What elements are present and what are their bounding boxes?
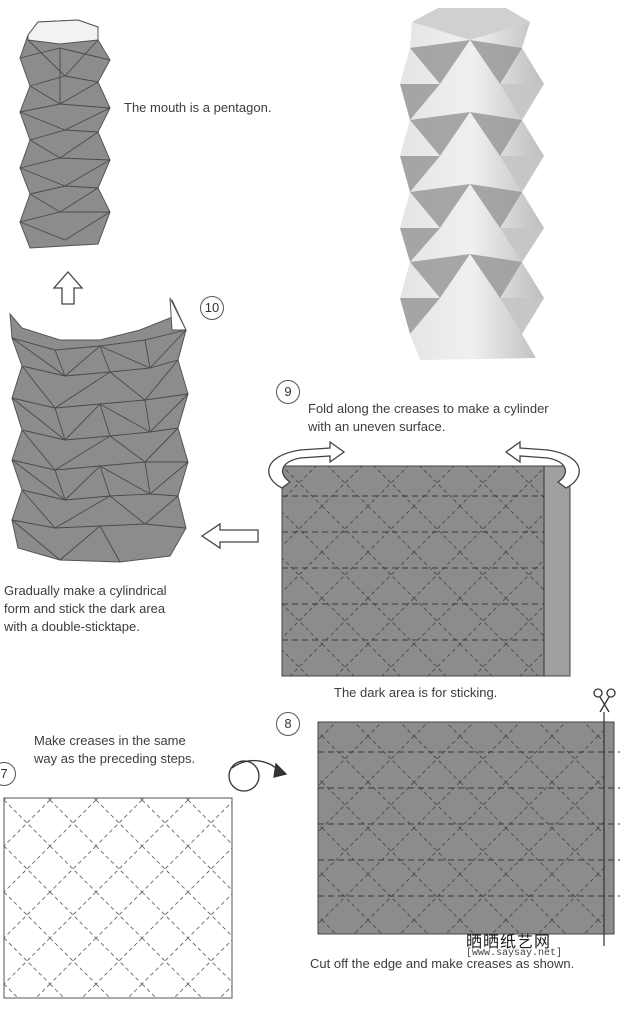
step7-caption-line2: way as the preceding steps.	[34, 750, 195, 768]
step10-cylinder	[10, 298, 188, 562]
step10-caption-line1: Gradually make a cylindrical	[4, 582, 167, 600]
turn-over-icon	[229, 761, 286, 791]
step9-sheet	[282, 466, 570, 676]
step10-caption-line2: form and stick the dark area	[4, 600, 165, 618]
step7-caption-line1: Make creases in the same	[34, 732, 186, 750]
step9-number: 9	[276, 380, 300, 404]
mouth-note: The mouth is a pentagon.	[124, 99, 271, 117]
step9-note: The dark area is for sticking.	[334, 684, 497, 702]
step7-sheet	[4, 798, 232, 998]
step9-caption-line1: Fold along the creases to make a cylinde…	[308, 400, 549, 418]
step8-sheet	[318, 712, 620, 946]
scissors-icon	[594, 689, 615, 712]
watermark-url: [www.saysay.net]	[466, 948, 562, 959]
left-arrow-icon	[202, 524, 258, 548]
finished-vase-large	[400, 8, 544, 360]
step10-number: 10	[200, 296, 224, 320]
step9-caption-line2: with an uneven surface.	[308, 418, 445, 436]
up-arrow-icon	[54, 272, 82, 304]
step10-caption-line3: with a double-sticktape.	[4, 618, 140, 636]
step8-number: 8	[276, 712, 300, 736]
finished-vase-small	[20, 20, 110, 248]
